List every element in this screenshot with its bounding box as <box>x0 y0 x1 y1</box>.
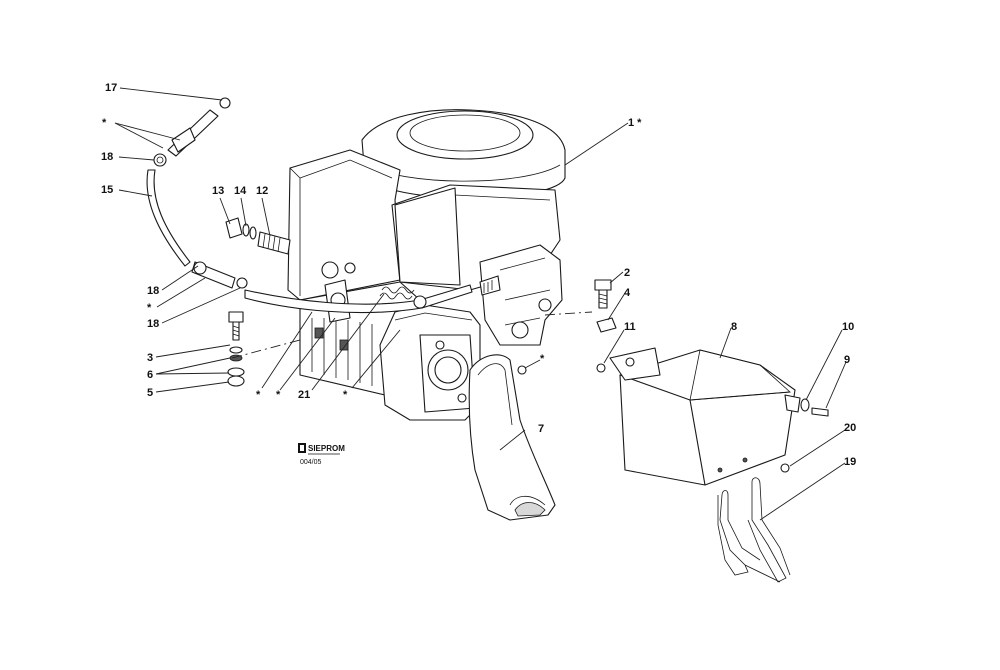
alignment-line-bolt <box>231 339 301 359</box>
callout-13: 13 <box>212 185 224 197</box>
callout-star: * <box>256 389 261 401</box>
callout-3: 3 <box>147 352 153 364</box>
callout-8: 8 <box>731 321 737 333</box>
engine-assembly <box>287 109 566 396</box>
callout-labels: 17 * 18 15 13 14 12 1 * 18 * 18 3 6 5 * … <box>101 82 856 468</box>
callout-18: 18 <box>147 318 159 330</box>
callout-2: 2 <box>624 267 630 279</box>
muffler-assembly <box>244 284 481 421</box>
callout-19: 19 <box>844 456 856 468</box>
callout-5: 5 <box>147 387 153 399</box>
sieprom-logo: SIEPROM 004/05 <box>298 443 345 466</box>
callout-12: 12 <box>256 185 268 197</box>
callout-star: * <box>343 389 348 401</box>
callout-11: 11 <box>624 321 636 333</box>
callout-18: 18 <box>147 285 159 297</box>
wire-bracket <box>717 477 791 583</box>
callout-15: 15 <box>101 184 113 196</box>
callout-star: * <box>102 117 107 129</box>
fuel-line <box>146 97 248 289</box>
exhaust-deflector <box>468 354 556 521</box>
callout-14: 14 <box>234 185 247 197</box>
leader-lines <box>114 87 847 521</box>
hardware-parts <box>225 217 829 473</box>
callout-6: 6 <box>147 369 153 381</box>
callout-10: 10 <box>842 321 854 333</box>
logo-code: 004/05 <box>300 459 322 466</box>
callout-4: 4 <box>624 287 631 299</box>
callout-21: 21 <box>298 389 310 401</box>
heat-shield <box>609 347 801 486</box>
callout-star: * <box>540 353 545 365</box>
logo-brand: SIEPROM <box>308 444 345 453</box>
callout-17: 17 <box>105 82 117 94</box>
alignment-line-bolt2 <box>544 311 593 316</box>
callout-20: 20 <box>844 422 856 434</box>
callout-18: 18 <box>101 151 113 163</box>
callout-star: * <box>276 389 281 401</box>
callout-star: * <box>147 302 152 314</box>
callout-7: 7 <box>538 423 544 435</box>
callout-1: 1 * <box>628 117 642 129</box>
callout-9: 9 <box>844 354 850 366</box>
